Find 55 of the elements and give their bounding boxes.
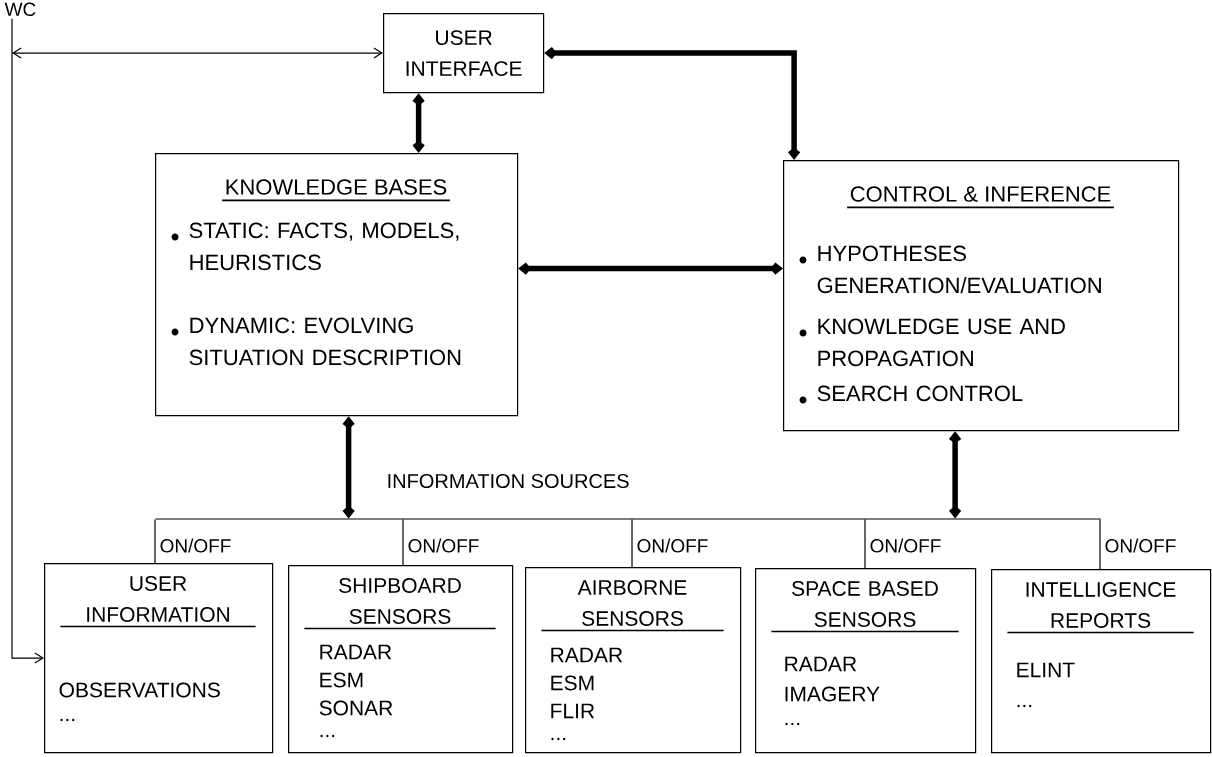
list-item: ... [785,722,800,726]
connector [412,93,425,153]
connector [402,519,404,566]
connector [1099,519,1101,570]
list-item: ELINT [1017,662,1075,678]
list-item: IMAGERY [785,686,880,702]
section-label: INFORMATION SOURCES [388,473,629,489]
sensor-box [991,569,1212,754]
list-item: RADAR [320,644,392,660]
box-heading: KNOWLEDGE BASES [221,179,451,202]
sensor-box [525,567,742,754]
process-box: USER INTERFACE [383,13,545,94]
edge-label: ON/OFF [868,537,943,554]
edge-label: ON/OFF [158,537,233,554]
connector [948,431,962,519]
bullet-item: SEARCH CONTROL [799,385,1023,404]
bullet-item: DYNAMIC: EVOLVING SITUATION DESCRIPTION [171,317,461,366]
list-item: SONAR [319,700,393,716]
sensor-box [288,565,514,754]
list-item: ... [60,718,75,722]
bare-label: WC [4,2,36,17]
list-item: RADAR [785,656,857,672]
edge-label: ON/OFF [635,537,710,554]
sensor-box [44,563,274,754]
connector [864,519,866,569]
list-item: ESM [551,675,594,691]
bus-line [155,518,1102,520]
bullet-item: HYPOTHESES GENERATION/EVALUATION [799,245,1101,294]
connector [544,46,801,160]
list-item: ... [1017,704,1032,708]
list-item: RADAR [551,647,623,663]
edge-label: ON/OFF [406,537,481,554]
box-heading: CONTROL & INFERENCE [846,186,1115,209]
box-heading: SHIPBOARD SENSORS [303,578,497,630]
box-heading: INTELLIGENCE REPORTS [1006,582,1195,634]
connector [12,47,383,59]
text-box [783,160,1180,432]
edge-label: ON/OFF [1103,537,1178,554]
list-item: ESM [320,672,363,688]
connector [154,519,156,564]
list-item: OBSERVATIONS [59,682,220,698]
list-item: ... [320,734,335,738]
connector [631,519,633,568]
connector [342,416,355,519]
box-heading: USER INFORMATION [59,576,257,628]
list-item: ... [551,737,566,741]
box-heading: SPACE BASED SENSORS [770,581,960,633]
text-box [155,153,519,417]
connector [518,262,783,275]
box-heading: AIRBORNE SENSORS [540,580,725,632]
connector [11,18,44,664]
sensor-box [755,568,977,754]
bullet-item: KNOWLEDGE USE AND PROPAGATION [799,318,1065,367]
bullet-item: STATIC: FACTS, MODELS, HEURISTICS [171,222,459,271]
list-item: FLIR [551,703,595,719]
